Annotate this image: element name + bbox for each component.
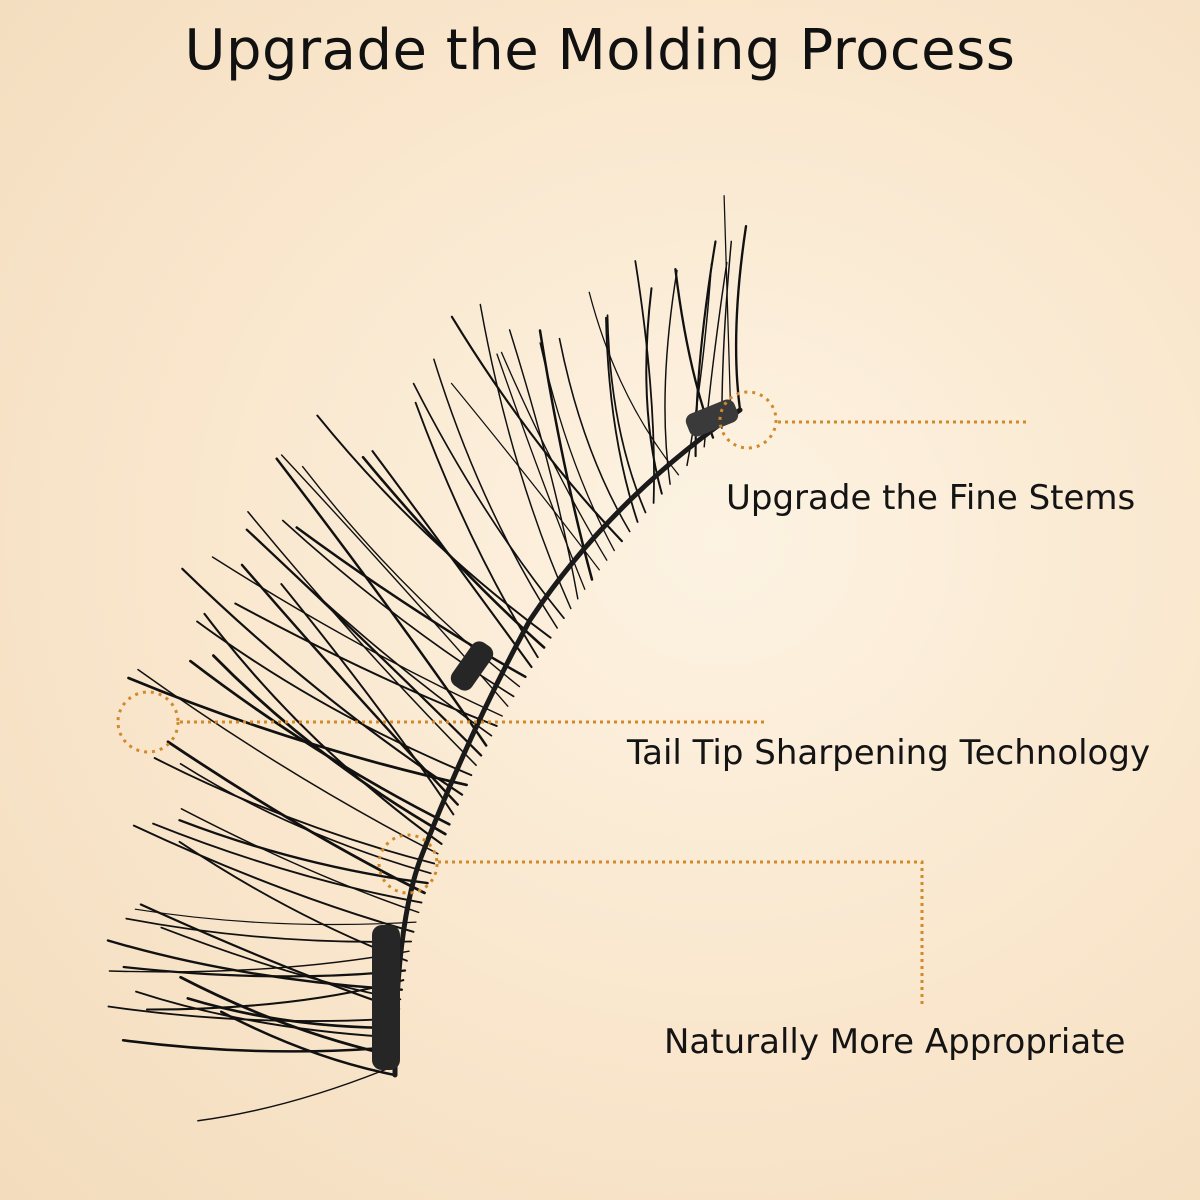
lash-strand <box>203 612 443 845</box>
lash-strand <box>588 291 680 476</box>
callout-circle <box>116 690 180 754</box>
lash-strand <box>137 668 439 855</box>
lash-strand <box>723 195 732 420</box>
lash-strand <box>558 337 631 533</box>
lash-strand <box>197 1064 396 1122</box>
lash-strand <box>508 329 579 600</box>
callout-label-tail-tip: Tail Tip Sharpening Technology <box>627 733 1151 773</box>
lash-strand <box>645 287 663 495</box>
lash-strand <box>107 1005 399 1023</box>
lash-strand <box>234 602 498 727</box>
lash-strand <box>132 824 415 933</box>
callout-label-natural: Naturally More Appropriate <box>664 1022 1126 1062</box>
lash-strand <box>127 676 468 787</box>
lash-strand <box>361 455 546 649</box>
lash-strand <box>211 556 503 717</box>
lash-strand <box>371 450 533 669</box>
lash-strand <box>178 819 429 885</box>
lash-strand <box>139 903 401 1011</box>
lash-strand <box>252 534 493 737</box>
callout-circle <box>718 390 778 450</box>
lash-strand <box>479 303 572 610</box>
lash-strand <box>135 990 398 1039</box>
callout-fine-stems <box>718 390 1030 450</box>
callout-circle <box>377 833 439 895</box>
lash-strand <box>179 762 432 875</box>
lash-strand <box>189 659 451 826</box>
lash-strand <box>433 358 558 629</box>
lash-strand <box>181 567 464 796</box>
lash-strand <box>316 414 552 639</box>
lash-strand <box>605 316 639 523</box>
magnet-bottom <box>372 925 400 1070</box>
lash-strand <box>275 457 488 747</box>
callout-line <box>438 860 924 1005</box>
lash-strand <box>412 382 565 620</box>
magnet-middle <box>450 641 494 691</box>
lash-strand <box>295 526 527 679</box>
lash-band <box>392 407 743 1078</box>
lash-strand <box>734 225 748 412</box>
lash-strand <box>166 740 426 895</box>
lash-strand <box>414 401 539 659</box>
lash-strand <box>180 808 420 914</box>
lash-strand <box>153 757 436 865</box>
callout-natural <box>377 833 924 1005</box>
lash-strand <box>134 908 417 926</box>
lash-strand <box>450 315 623 543</box>
magnet-top <box>685 399 739 437</box>
callout-tail-tip <box>116 690 768 754</box>
eyelash-strands <box>106 195 748 1122</box>
lash-strand <box>196 620 473 777</box>
lash-strand <box>121 1039 398 1053</box>
lash-strand <box>152 822 423 904</box>
page-title: Upgrade the Molding Process <box>184 18 1016 83</box>
lash-strand <box>106 939 404 991</box>
callout-label-fine-stems: Upgrade the Fine Stems <box>726 478 1136 518</box>
lash-strand <box>281 519 515 698</box>
lash-strand <box>122 965 407 978</box>
lash-strand <box>664 269 678 485</box>
lash-strand <box>280 583 455 816</box>
lash-strand <box>500 351 608 561</box>
